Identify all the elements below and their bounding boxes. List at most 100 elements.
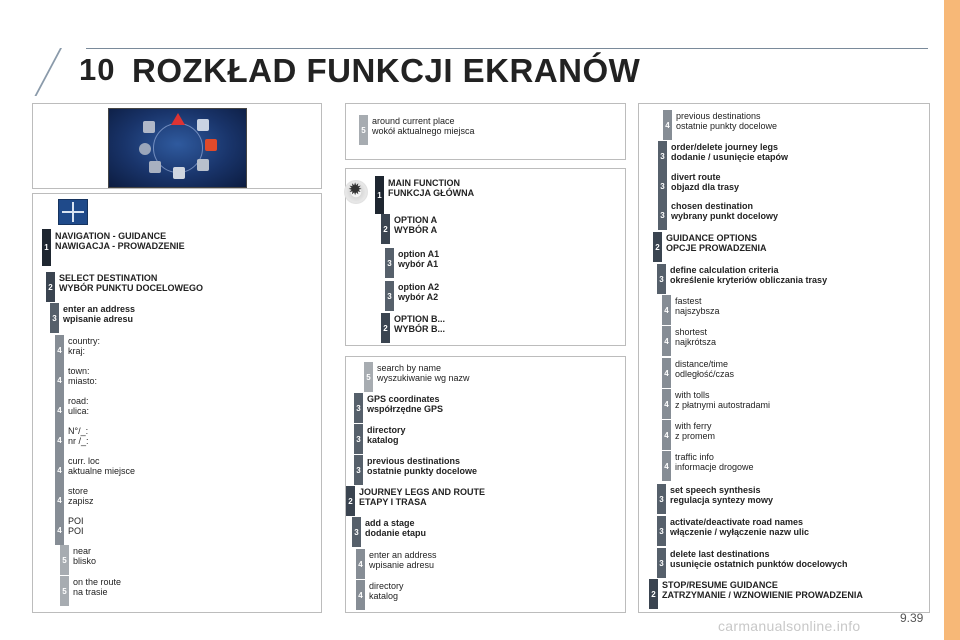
radio-icon <box>173 167 185 179</box>
level-badge: 2 <box>381 214 390 244</box>
level-badge: 3 <box>385 281 394 311</box>
page-title: ROZKŁAD FUNKCJI EKRANÓW <box>132 52 641 89</box>
around-place-panel <box>345 103 626 160</box>
gas-station-icon <box>143 121 155 133</box>
row-text: N°/_:nr /_: <box>68 426 89 446</box>
level-badge: 4 <box>662 389 671 419</box>
route-menu-panel <box>345 356 626 613</box>
level-badge: 1 <box>375 176 384 214</box>
level-badge: 4 <box>55 425 64 455</box>
main-function-icon <box>344 180 368 204</box>
level-badge: 3 <box>657 548 666 578</box>
level-badge: 4 <box>662 326 671 356</box>
level-badge: 3 <box>385 248 394 278</box>
level-badge: 3 <box>354 424 363 454</box>
chapter-number: 10 <box>79 52 116 87</box>
level-badge: 3 <box>50 303 59 333</box>
level-badge: 3 <box>658 200 667 230</box>
page-edge-tab <box>944 0 960 640</box>
level-badge: 2 <box>346 486 355 516</box>
warning-icon <box>171 113 185 125</box>
level-badge: 2 <box>381 313 390 343</box>
level-badge: 3 <box>354 455 363 485</box>
level-badge: 4 <box>356 549 365 579</box>
compass-icon <box>139 143 151 155</box>
phone-icon <box>205 139 217 151</box>
level-badge: 3 <box>658 171 667 201</box>
level-badge: 4 <box>663 110 672 140</box>
level-badge: 3 <box>657 516 666 546</box>
level-badge: 2 <box>653 232 662 262</box>
level-badge: 3 <box>657 264 666 294</box>
level-badge: 3 <box>658 141 667 171</box>
navigation-screen-image <box>108 108 247 188</box>
level-badge: 5 <box>364 362 373 392</box>
level-badge: 4 <box>55 365 64 395</box>
level-badge: 5 <box>60 545 69 575</box>
page-number: 9.39 <box>900 611 924 625</box>
navigation-menu-panel <box>32 193 322 613</box>
level-badge: 1 <box>42 229 51 266</box>
row-text: OPTION B...WYBÓR B... <box>394 314 446 334</box>
navigation-icon <box>58 199 88 225</box>
row-text: town:miasto: <box>68 366 98 386</box>
level-badge: 4 <box>662 295 671 325</box>
settings-icon <box>197 159 209 171</box>
car-icon <box>197 119 209 131</box>
level-badge: 4 <box>55 455 64 485</box>
tools-icon <box>149 161 161 173</box>
row-text: country:kraj: <box>68 336 101 356</box>
level-badge: 4 <box>662 420 671 450</box>
level-badge: 4 <box>356 580 365 610</box>
level-badge: 3 <box>354 393 363 423</box>
header-rule <box>86 48 928 49</box>
level-badge: 4 <box>662 451 671 481</box>
level-badge: 2 <box>46 272 55 302</box>
level-badge: 3 <box>657 484 666 514</box>
guidance-menu-panel <box>638 103 930 613</box>
level-badge: 5 <box>359 115 368 145</box>
level-badge: 2 <box>649 579 658 609</box>
watermark: carmanualsonline.info <box>718 618 861 634</box>
level-badge: 4 <box>55 485 64 515</box>
level-badge: 4 <box>55 335 64 365</box>
header-corner <box>34 48 62 96</box>
level-badge: 3 <box>352 517 361 547</box>
